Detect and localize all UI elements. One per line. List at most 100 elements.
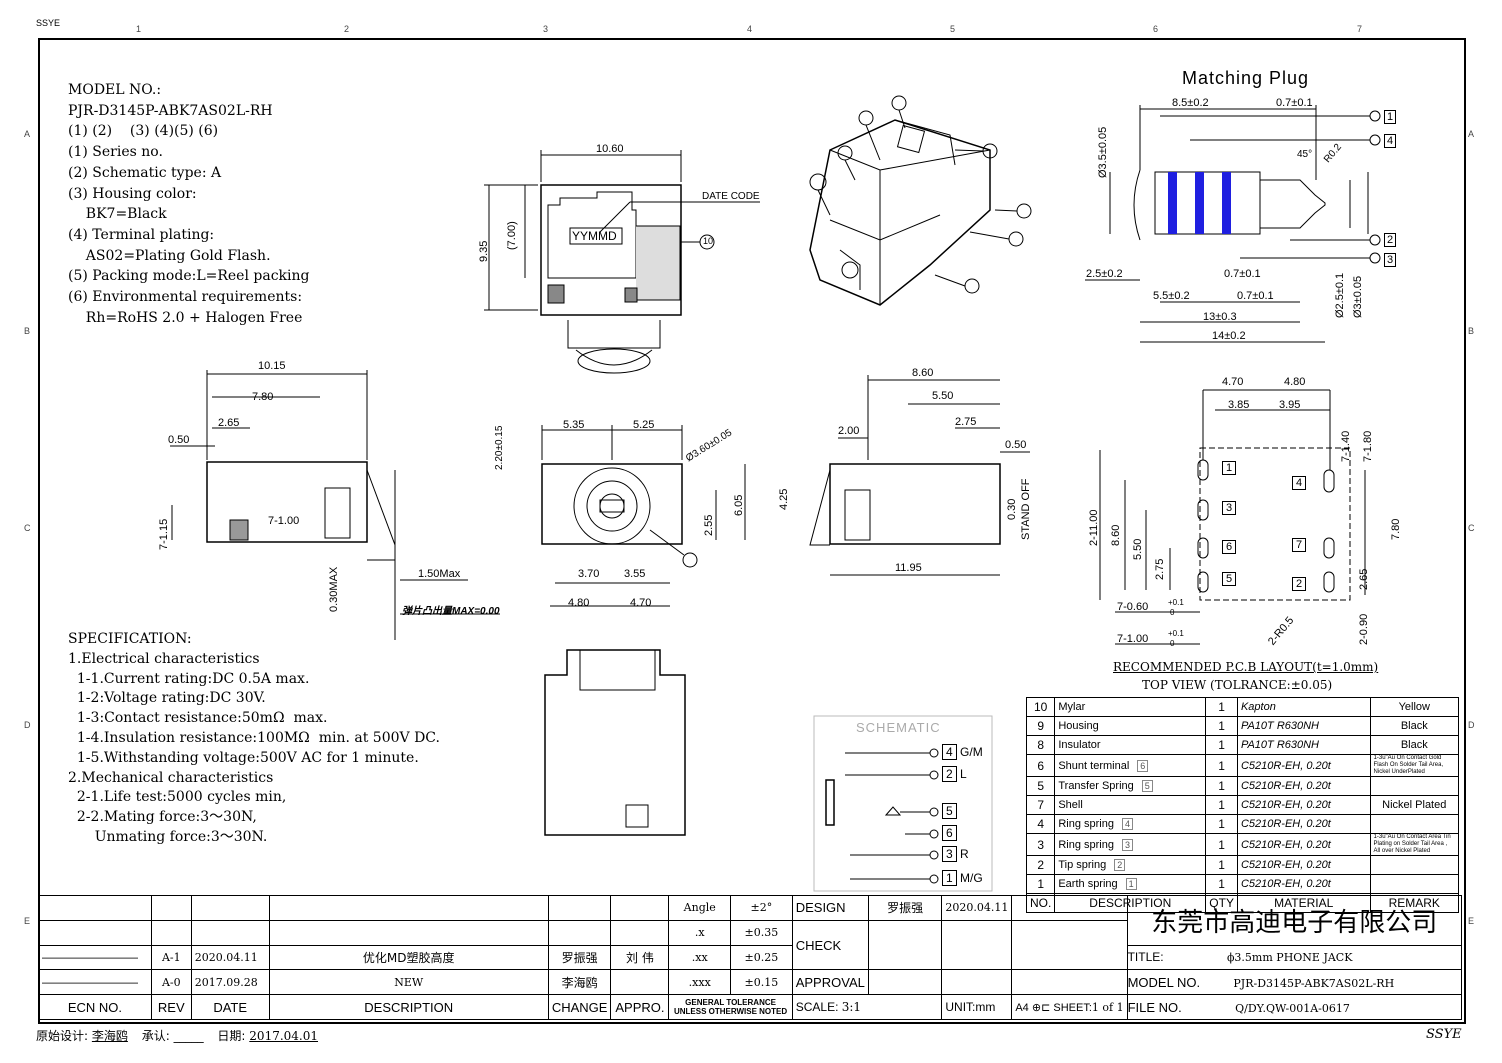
dim-pcb: 3.85 xyxy=(1228,399,1250,411)
zone-top-5: 5 xyxy=(950,24,956,34)
bom-remark xyxy=(1369,814,1460,834)
footer: 原始设计: 李海鸥 承认: _____ 日期: 2017.04.01 xyxy=(36,1027,318,1044)
right-view xyxy=(809,375,1030,576)
dim-front: 3.55 xyxy=(624,568,646,580)
bom-no: 2 xyxy=(1025,855,1056,875)
dim-right: 0.50 xyxy=(1005,439,1027,451)
dim-right: 0.30 xyxy=(1006,498,1018,520)
dim-pcb: 0 xyxy=(1170,639,1175,648)
dim-front: 5.25 xyxy=(633,419,655,431)
spring-note: 弹片凸出量MAX=0.00 xyxy=(402,606,500,617)
dim-plug: 5.5±0.2 xyxy=(1153,290,1190,302)
model-label: MODEL NO.: xyxy=(68,82,162,98)
bom-remark: Black xyxy=(1369,716,1460,736)
yymmd-label: YYMMD xyxy=(572,229,617,243)
bom-desc: Mylar xyxy=(1054,697,1207,717)
bom-material: C5210R-EH, 0.20t xyxy=(1236,855,1371,875)
dim-side: 7-1.00 xyxy=(268,515,300,527)
tol-key: .xx xyxy=(668,944,732,971)
rev-header: DESCRIPTION xyxy=(268,994,549,1020)
spec-line: 2.Mechanical characteristics xyxy=(68,769,274,786)
callout-10: 10 xyxy=(703,236,714,246)
bom-no: 8 xyxy=(1025,735,1056,755)
unit-label: UNIT: xyxy=(945,1000,976,1015)
zone-side-b: B xyxy=(24,326,31,336)
schematic-title: SCHEMATIC xyxy=(856,720,941,735)
dim-front: 5.35 xyxy=(563,419,585,431)
dim-plug: Ø2.5±0.1 xyxy=(1334,272,1346,318)
bom-remark: Nickel Plated xyxy=(1369,795,1460,815)
dim-plug: 2.5±0.2 xyxy=(1086,268,1123,280)
schematic-pin: 4 G/M xyxy=(942,744,983,760)
tol-key: .xxx xyxy=(668,969,732,996)
tolerance-note: GENERAL TOLERANCE UNLESS OTHERWISE NOTED xyxy=(668,994,793,1020)
spec-line: 1-3:Contact resistance:50mΩ max. xyxy=(68,710,328,727)
zone-side-e-right: E xyxy=(1468,916,1475,926)
scale-label: SCALE: xyxy=(795,1000,839,1015)
model-line: (4) Terminal plating: xyxy=(68,226,215,243)
bom-material: Kapton xyxy=(1236,697,1371,717)
bom-qty: 1 xyxy=(1205,776,1238,796)
rev-code: A-0 xyxy=(150,969,192,996)
spec-line: Unmating force:3～30N. xyxy=(68,828,268,845)
date-label: 日期: xyxy=(217,1029,246,1043)
dim-pcb: 7-1.00 xyxy=(1117,633,1149,645)
side-view xyxy=(170,370,500,640)
dim-side: 1.50Max xyxy=(418,568,461,580)
rev-change: 李海鸥 xyxy=(547,969,612,996)
pcb-layout xyxy=(1099,389,1366,645)
dim-plug: 45° xyxy=(1297,149,1313,160)
company-name: 东莞市高迪电子有限公司 xyxy=(1126,895,1463,946)
spec-line: 2-2.Mating force:3～30N, xyxy=(68,809,257,826)
dim-plug: Ø3±0.05 xyxy=(1352,275,1364,318)
zone-side-a: A xyxy=(24,129,31,139)
matching-plug-title: Matching Plug xyxy=(1182,68,1310,88)
tol-val: ±0.25 xyxy=(730,944,793,971)
bom-material: PA10T R630NH xyxy=(1236,716,1371,736)
bom-desc-text: Ring spring xyxy=(1058,818,1114,830)
zone-side-c-right: C xyxy=(1468,523,1475,533)
bom-desc-text: Shunt terminal xyxy=(1058,759,1130,772)
bom-qty: 1 xyxy=(1205,814,1238,834)
pcb-pin-2: 2 xyxy=(1292,577,1307,591)
dim-pcb: 7-1.80 xyxy=(1362,430,1374,462)
bom-no: 5 xyxy=(1025,776,1056,796)
bom-remark xyxy=(1369,874,1460,894)
model-line: (3) Housing color: xyxy=(68,185,197,202)
dim-pcb: 4.70 xyxy=(1222,376,1244,388)
dim-right: 4.25 xyxy=(778,488,790,510)
bom-no: 1 xyxy=(1025,874,1056,894)
bom-remark xyxy=(1369,855,1460,875)
dim-pcb: 5.50 xyxy=(1132,538,1144,560)
bom-no: 4 xyxy=(1025,814,1056,834)
dim-pcb: 2-11.00 xyxy=(1088,509,1100,547)
model-line: BK7=Black xyxy=(68,206,167,223)
spec-title: SPECIFICATION: xyxy=(68,631,192,647)
bom-desc-text: Tip spring xyxy=(1058,859,1107,871)
schematic-pin: 6 xyxy=(942,825,957,841)
bom-desc-text: Shell xyxy=(1058,799,1083,811)
bom-no: 7 xyxy=(1025,795,1056,815)
header-corner: SSYE xyxy=(36,18,61,28)
rev-header: APPRO. xyxy=(610,994,670,1020)
rev-code: A-1 xyxy=(150,944,192,971)
model-line: (6) Environmental requirements: xyxy=(68,289,303,306)
spec-line: 2-1.Life test:5000 cycles min, xyxy=(68,789,287,806)
dim-right: 5.50 xyxy=(932,390,954,402)
dim-pcb: 0 xyxy=(1170,608,1175,617)
bom-desc-text: Earth spring xyxy=(1058,878,1118,890)
rev-date: 2020.04.11 xyxy=(190,944,270,971)
bom-tag: 3 xyxy=(1121,838,1133,851)
bom-material: C5210R-EH, 0.20t xyxy=(1236,814,1371,834)
dim-side: 10.15 xyxy=(258,360,286,372)
design-date: 2020.04.11 xyxy=(941,895,1013,921)
schematic-pin: 5 xyxy=(942,803,957,819)
dim-plug: Ø3.5±0.05 xyxy=(1097,126,1109,178)
zone-side-a-right: A xyxy=(1468,129,1475,139)
